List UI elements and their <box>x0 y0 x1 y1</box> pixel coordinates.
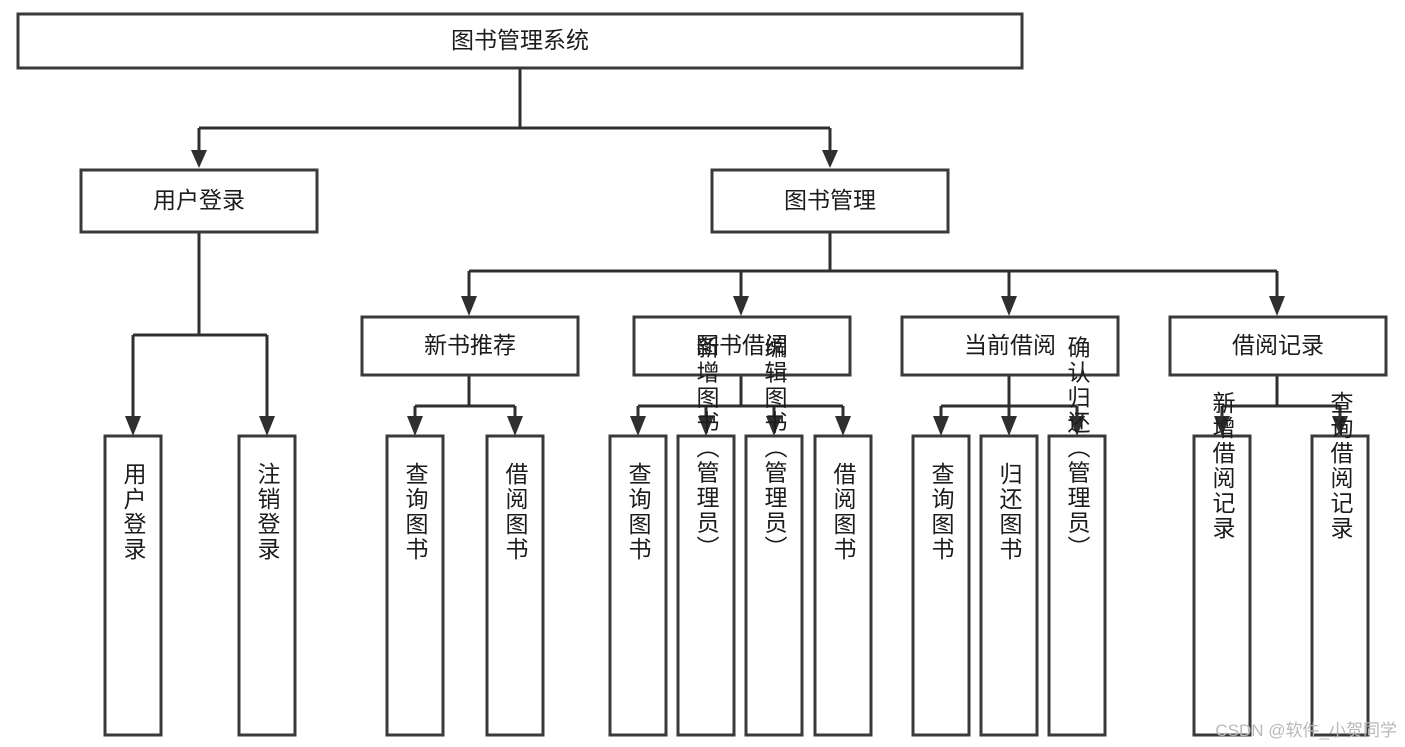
leaf-query-record-label: 查询借阅记录 <box>1327 391 1354 541</box>
arrow-to-new-book-recommend <box>461 296 477 316</box>
arrow-to-leaf-query-book-3 <box>933 416 949 436</box>
arrow-to-leaf-borrow-book-2 <box>835 416 851 436</box>
connector-group-root-to-level2 <box>191 68 838 168</box>
node-book-manage-box[interactable] <box>710 168 950 234</box>
arrow-to-leaf-confirm-return <box>1069 416 1085 436</box>
node-borrow-record[interactable]: 借阅记录 <box>1168 315 1388 377</box>
node-user-login-label: 用户登录 <box>153 187 245 213</box>
arrow-to-leaf-add-book <box>698 416 714 436</box>
leaf-borrow-book-1[interactable]: 借阅图书 <box>485 434 545 737</box>
leaf-add-record[interactable]: 新增借阅记录 <box>1192 391 1252 737</box>
node-book-borrow[interactable]: 图书借阅 <box>632 315 852 377</box>
node-borrow-record-box[interactable] <box>1168 315 1388 377</box>
node-root[interactable]: 图书管理系统 <box>16 12 1024 70</box>
leaf-query-book-2-label: 查询图书 <box>625 462 652 562</box>
node-book-manage-label: 图书管理 <box>784 187 876 213</box>
leaf-borrow-book-2[interactable]: 借阅图书 <box>813 434 873 737</box>
node-user-login[interactable]: 用户登录 <box>79 168 319 234</box>
node-book-borrow-box[interactable] <box>632 315 852 377</box>
leaf-borrow-book-1-label: 借阅图书 <box>502 462 529 562</box>
connector-group-bookmanage-to-level3 <box>461 232 1285 316</box>
arrow-to-leaf-user-logout <box>259 416 275 436</box>
leaf-user-login-label: 用户登录 <box>120 462 147 562</box>
arrow-to-leaf-user-login <box>125 416 141 436</box>
leaf-borrow-book-2-label: 借阅图书 <box>830 462 857 562</box>
leaf-confirm-return-label: 确认归还（管理员） <box>1064 336 1091 561</box>
leaf-return-book-box[interactable] <box>979 434 1039 737</box>
leaf-user-logout[interactable]: 注销登录 <box>237 434 297 737</box>
arrow-to-leaf-return-book <box>1001 416 1017 436</box>
leaf-user-login-box[interactable] <box>103 434 163 737</box>
leaf-query-book-2[interactable]: 查询图书 <box>608 434 668 737</box>
leaf-add-book[interactable]: 新增图书（管理员） <box>676 336 736 737</box>
leaf-query-book-3-label: 查询图书 <box>928 462 955 562</box>
node-current-borrow-label: 当前借阅 <box>964 332 1056 358</box>
leaf-query-book-2-box[interactable] <box>608 434 668 737</box>
leaf-add-record-box[interactable] <box>1192 434 1252 737</box>
arrow-to-leaf-query-record <box>1332 416 1348 436</box>
connector-group-borrowrecord-to-leaves <box>1214 375 1348 436</box>
arrow-to-leaf-add-record <box>1214 416 1230 436</box>
leaf-confirm-return-box[interactable] <box>1047 434 1107 737</box>
connector-group-currentborrow-to-leaves <box>933 375 1085 436</box>
arrow-to-leaf-query-book-2 <box>630 416 646 436</box>
arrow-root-to-book-manage <box>822 150 838 168</box>
arrow-to-book-borrow <box>733 296 749 316</box>
leaf-query-book-3-box[interactable] <box>911 434 971 737</box>
leaf-add-record-label: 新增借阅记录 <box>1209 391 1236 541</box>
leaf-user-login[interactable]: 用户登录 <box>103 434 163 737</box>
leaf-user-logout-box[interactable] <box>237 434 297 737</box>
leaf-query-record-box[interactable] <box>1310 434 1370 737</box>
node-current-borrow[interactable]: 当前借阅 <box>900 315 1120 377</box>
leaf-return-book-label: 归还图书 <box>996 462 1023 562</box>
node-book-borrow-label: 图书借阅 <box>696 332 788 358</box>
leaf-confirm-return[interactable]: 确认归还（管理员） <box>1047 336 1107 737</box>
leaf-add-book-box[interactable] <box>676 434 736 737</box>
arrow-to-current-borrow <box>1001 296 1017 316</box>
leaf-query-book-1[interactable]: 查询图书 <box>385 434 445 737</box>
leaf-query-book-3[interactable]: 查询图书 <box>911 434 971 737</box>
arrow-to-leaf-borrow-book-1 <box>507 416 523 436</box>
leaf-edit-book[interactable]: 编辑图书（管理员） <box>744 336 804 737</box>
node-user-login-box[interactable] <box>79 168 319 234</box>
leaf-query-book-1-label: 查询图书 <box>402 462 429 562</box>
node-current-borrow-box[interactable] <box>900 315 1120 377</box>
arrow-to-leaf-query-book-1 <box>407 416 423 436</box>
leaf-borrow-book-1-box[interactable] <box>485 434 545 737</box>
leaf-query-book-1-box[interactable] <box>385 434 445 737</box>
leaf-return-book[interactable]: 归还图书 <box>979 434 1039 737</box>
arrow-to-borrow-record <box>1269 296 1285 316</box>
leaf-borrow-book-2-box[interactable] <box>813 434 873 737</box>
leaf-user-logout-label: 注销登录 <box>254 462 281 562</box>
csdn-watermark: CSDN @软件_小贺同学 <box>1215 721 1397 740</box>
leaf-edit-book-label: 编辑图书（管理员） <box>761 336 788 561</box>
connector-group-bookborrow-to-leaves <box>630 375 851 436</box>
node-root-box[interactable] <box>16 12 1024 70</box>
node-new-book-recommend[interactable]: 新书推荐 <box>360 315 580 377</box>
arrow-to-leaf-edit-book <box>766 416 782 436</box>
leaf-add-book-label: 新增图书（管理员） <box>693 336 720 561</box>
arrow-root-to-user-login <box>191 150 207 168</box>
node-book-manage[interactable]: 图书管理 <box>710 168 950 234</box>
leaf-query-record[interactable]: 查询借阅记录 <box>1310 391 1370 737</box>
node-borrow-record-label: 借阅记录 <box>1232 332 1324 358</box>
node-new-book-recommend-box[interactable] <box>360 315 580 377</box>
node-root-label: 图书管理系统 <box>451 27 589 53</box>
leaf-edit-book-box[interactable] <box>744 434 804 737</box>
node-new-book-recommend-label: 新书推荐 <box>424 332 516 358</box>
connector-group-userlogin-to-leaves <box>125 232 275 436</box>
connector-group-newbook-to-leaves <box>407 375 523 436</box>
